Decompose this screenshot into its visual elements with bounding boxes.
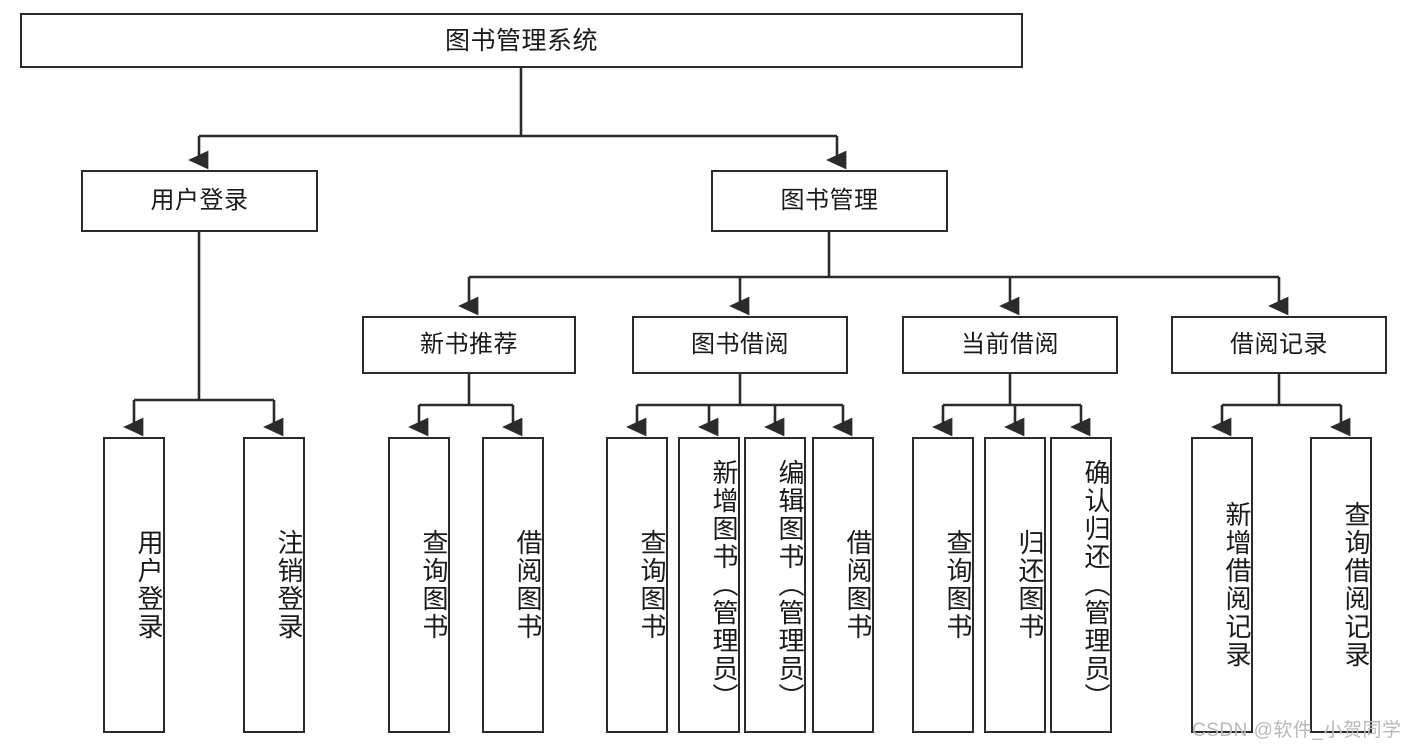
node-leaf-add-borrow-record[interactable]: 新增借阅记录	[1191, 437, 1253, 733]
node-leaf-edit-book[interactable]: 编辑图书（管理员）	[744, 437, 806, 733]
csdn-watermark: CSDN @软件_小贺同学	[1192, 720, 1402, 741]
node-new-book-recommend[interactable]: 新书推荐	[362, 316, 576, 374]
node-borrow-record[interactable]: 借阅记录	[1171, 316, 1387, 374]
node-leaf-query-book-1[interactable]: 查询图书	[388, 437, 450, 733]
node-leaf-add-borrow-record-label: 新增借阅记录	[1222, 501, 1252, 669]
node-leaf-query-book-3-label: 查询图书	[943, 529, 973, 641]
node-leaf-borrow-book-2[interactable]: 借阅图书	[812, 437, 874, 733]
node-leaf-confirm-return-label: 确认归还（管理员）	[1081, 459, 1111, 711]
node-leaf-query-borrow-record-label: 查询借阅记录	[1341, 501, 1371, 669]
node-leaf-query-book-3[interactable]: 查询图书	[912, 437, 974, 733]
node-leaf-add-book-label: 新增图书（管理员）	[709, 459, 739, 711]
node-user-login[interactable]: 用户登录	[81, 170, 318, 232]
node-root[interactable]: 图书管理系统	[20, 13, 1023, 68]
node-book-borrow[interactable]: 图书借阅	[632, 316, 848, 374]
node-leaf-confirm-return[interactable]: 确认归还（管理员）	[1050, 437, 1112, 733]
node-leaf-borrow-book-2-label: 借阅图书	[843, 529, 873, 641]
node-leaf-return-book[interactable]: 归还图书	[984, 437, 1046, 733]
node-leaf-query-book-2-label: 查询图书	[637, 529, 667, 641]
node-leaf-edit-book-label: 编辑图书（管理员）	[775, 459, 805, 711]
node-leaf-logout-login[interactable]: 注销登录	[243, 437, 305, 733]
node-leaf-query-book-2[interactable]: 查询图书	[606, 437, 668, 733]
node-leaf-add-book[interactable]: 新增图书（管理员）	[678, 437, 740, 733]
node-leaf-user-login[interactable]: 用户登录	[103, 437, 165, 733]
node-leaf-query-borrow-record[interactable]: 查询借阅记录	[1310, 437, 1372, 733]
node-current-borrow[interactable]: 当前借阅	[902, 316, 1118, 374]
node-leaf-borrow-book-1-label: 借阅图书	[513, 529, 543, 641]
node-book-manage[interactable]: 图书管理	[711, 170, 948, 232]
node-leaf-user-login-label: 用户登录	[134, 529, 164, 641]
node-leaf-return-book-label: 归还图书	[1015, 529, 1045, 641]
node-leaf-borrow-book-1[interactable]: 借阅图书	[482, 437, 544, 733]
node-leaf-logout-login-label: 注销登录	[274, 529, 304, 641]
node-leaf-query-book-1-label: 查询图书	[419, 529, 449, 641]
